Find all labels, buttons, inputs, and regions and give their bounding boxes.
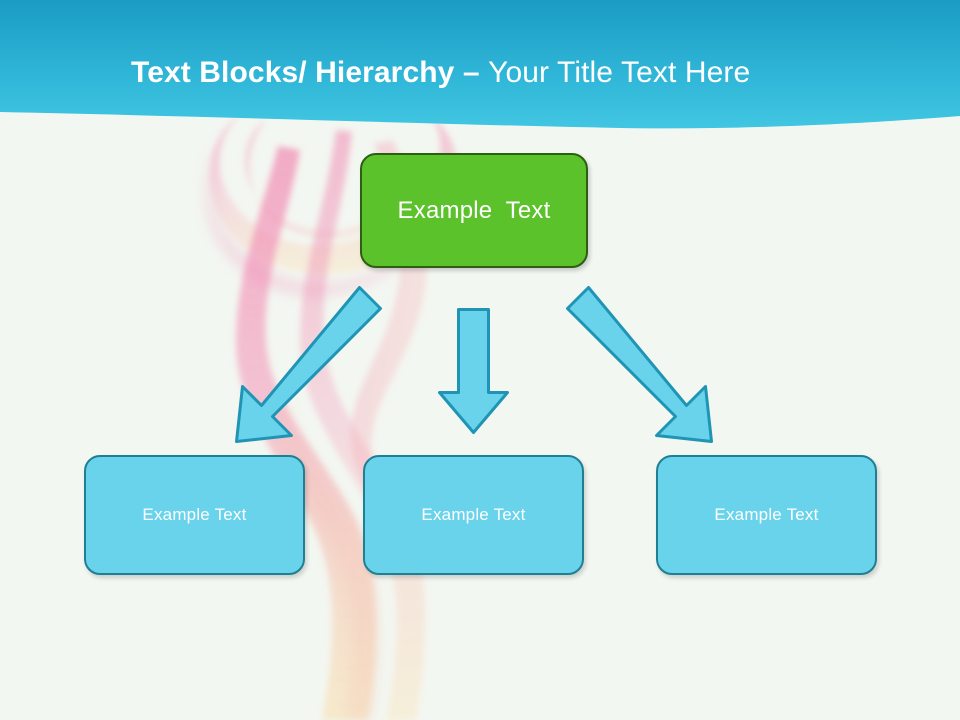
- hierarchy-child-box-2[interactable]: Example Text: [363, 455, 584, 575]
- page-title-light: Your Title Text Here: [488, 56, 751, 89]
- hierarchy-child-label-2: Example Text: [421, 505, 526, 524]
- hierarchy-child-label-1: Example Text: [142, 505, 247, 524]
- hierarchy-root-label: Example Text: [397, 196, 551, 224]
- hierarchy-child-label-3: Example Text: [714, 505, 819, 524]
- hierarchy-child-box-3[interactable]: Example Text: [656, 455, 877, 575]
- page-title: Text Blocks/ Hierarchy – Your Title Text…: [131, 54, 911, 92]
- arrow-down-left-icon: [235, 286, 382, 443]
- hierarchy-root-box[interactable]: Example Text: [360, 153, 588, 268]
- hierarchy-child-box-1[interactable]: Example Text: [84, 455, 305, 575]
- arrow-down-icon: [438, 308, 509, 434]
- arrow-down-right-icon: [566, 286, 713, 443]
- page-title-bold: Text Blocks/ Hierarchy –: [131, 56, 489, 89]
